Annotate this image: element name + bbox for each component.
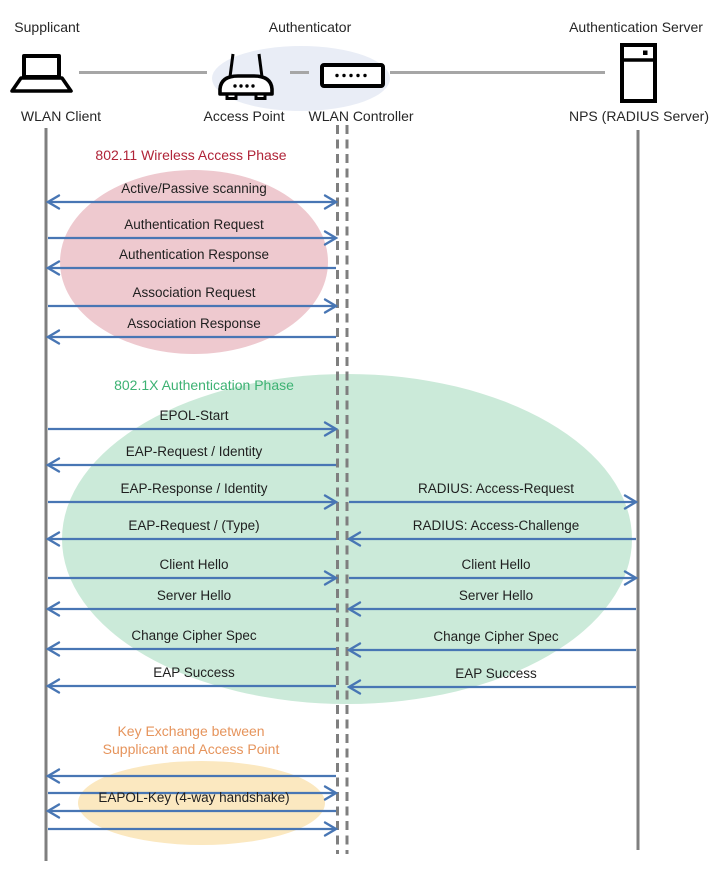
message-label: Server Hello <box>458 588 534 603</box>
message-label: EAP-Request / (Type) <box>128 518 260 533</box>
arrowhead-icon <box>45 531 61 547</box>
device-label-access-point: Access Point <box>203 108 285 124</box>
message-label: EAPOL-Key (4-way handshake) <box>98 790 290 805</box>
device-label-nps-radius-server: NPS (RADIUS Server) <box>568 108 710 124</box>
arrowhead-icon <box>623 494 639 510</box>
message-label: Authentication Response <box>118 247 270 262</box>
message-label: Change Cipher Spec <box>131 628 257 643</box>
controller-lifeline <box>336 125 349 854</box>
arrowhead-icon <box>346 679 362 695</box>
message-label: Association Request <box>132 285 256 300</box>
message-label: EPOL-Start <box>159 408 229 423</box>
message-arrow <box>48 298 339 314</box>
phase1-title: 802.11 Wireless Access Phase <box>95 147 287 163</box>
arrowhead-icon <box>323 821 339 837</box>
message-arrow <box>48 494 339 510</box>
arrowhead-icon <box>346 642 362 658</box>
actor-role-supplicant: Supplicant <box>14 19 80 35</box>
message-arrow <box>45 678 336 694</box>
phase3-title-line2: Supplicant and Access Point <box>102 741 280 757</box>
arrowhead-icon <box>323 230 339 246</box>
message-label: Authentication Request <box>124 217 264 232</box>
message-arrow <box>346 531 636 547</box>
phase2-title: 802.1X Authentication Phase <box>114 377 294 393</box>
message-label: EAP-Response / Identity <box>120 481 268 496</box>
message-label: Change Cipher Spec <box>433 629 559 644</box>
message-arrow <box>45 601 336 617</box>
message-label: Association Response <box>127 316 261 331</box>
message-arrow <box>45 260 336 276</box>
arrowhead-icon <box>346 531 362 547</box>
arrowhead-icon <box>323 194 339 210</box>
message-arrow <box>45 457 336 473</box>
message-label: Server Hello <box>156 588 232 603</box>
arrowhead-icon <box>45 601 61 617</box>
arrowhead-icon <box>623 570 639 586</box>
arrowhead-icon <box>45 641 61 657</box>
message-arrow <box>346 601 636 617</box>
message-label: Client Hello <box>461 557 531 572</box>
arrowhead-icon <box>323 570 339 586</box>
laptop-icon <box>10 54 73 93</box>
arrowhead-icon <box>45 329 61 345</box>
message-label: EAP-Request / Identity <box>125 444 263 459</box>
arrowhead-icon <box>45 678 61 694</box>
arrowhead-icon <box>323 298 339 314</box>
message-arrow <box>45 803 336 819</box>
arrowhead-icon <box>323 421 339 437</box>
message-arrow <box>45 194 339 210</box>
arrowhead-icon <box>323 785 339 801</box>
arrowhead-icon <box>45 803 61 819</box>
message-arrow <box>45 329 336 345</box>
actor-role-authenticator: Authenticator <box>268 19 352 35</box>
message-arrow <box>48 821 339 837</box>
message-arrow <box>45 531 336 547</box>
message-arrow <box>45 641 336 657</box>
message-arrow <box>48 785 339 801</box>
message-arrow <box>349 570 639 586</box>
message-label: Client Hello <box>159 557 229 572</box>
wlan-controller-icon <box>320 63 385 88</box>
message-arrow <box>349 494 639 510</box>
message-arrow <box>48 570 339 586</box>
message-arrow <box>48 230 339 246</box>
arrowhead-icon <box>346 601 362 617</box>
server-icon <box>620 43 657 103</box>
message-arrow <box>45 768 336 784</box>
arrowhead-icon <box>45 457 61 473</box>
arrowhead-icon <box>45 260 61 276</box>
message-label: EAP Success <box>153 665 235 680</box>
message-arrow <box>346 679 636 695</box>
message-label: RADIUS: Access-Request <box>417 481 575 496</box>
actor-role-authentication-server: Authentication Server <box>569 19 703 35</box>
phase1-ellipse <box>60 170 328 354</box>
arrowhead-icon <box>323 494 339 510</box>
message-arrow <box>48 421 339 437</box>
message-arrow <box>346 642 636 658</box>
message-label: RADIUS: Access-Challenge <box>412 518 580 533</box>
arrowhead-icon <box>45 194 61 210</box>
device-label-wlan-controller: WLAN Controller <box>308 108 414 124</box>
device-label-wlan-client: WLAN Client <box>20 108 102 124</box>
arrowhead-icon <box>45 768 61 784</box>
phase3-title-line1: Key Exchange between <box>117 723 265 739</box>
access-point-icon <box>218 53 274 100</box>
message-label: EAP Success <box>455 666 537 681</box>
message-label: Active/Passive scanning <box>121 181 267 196</box>
